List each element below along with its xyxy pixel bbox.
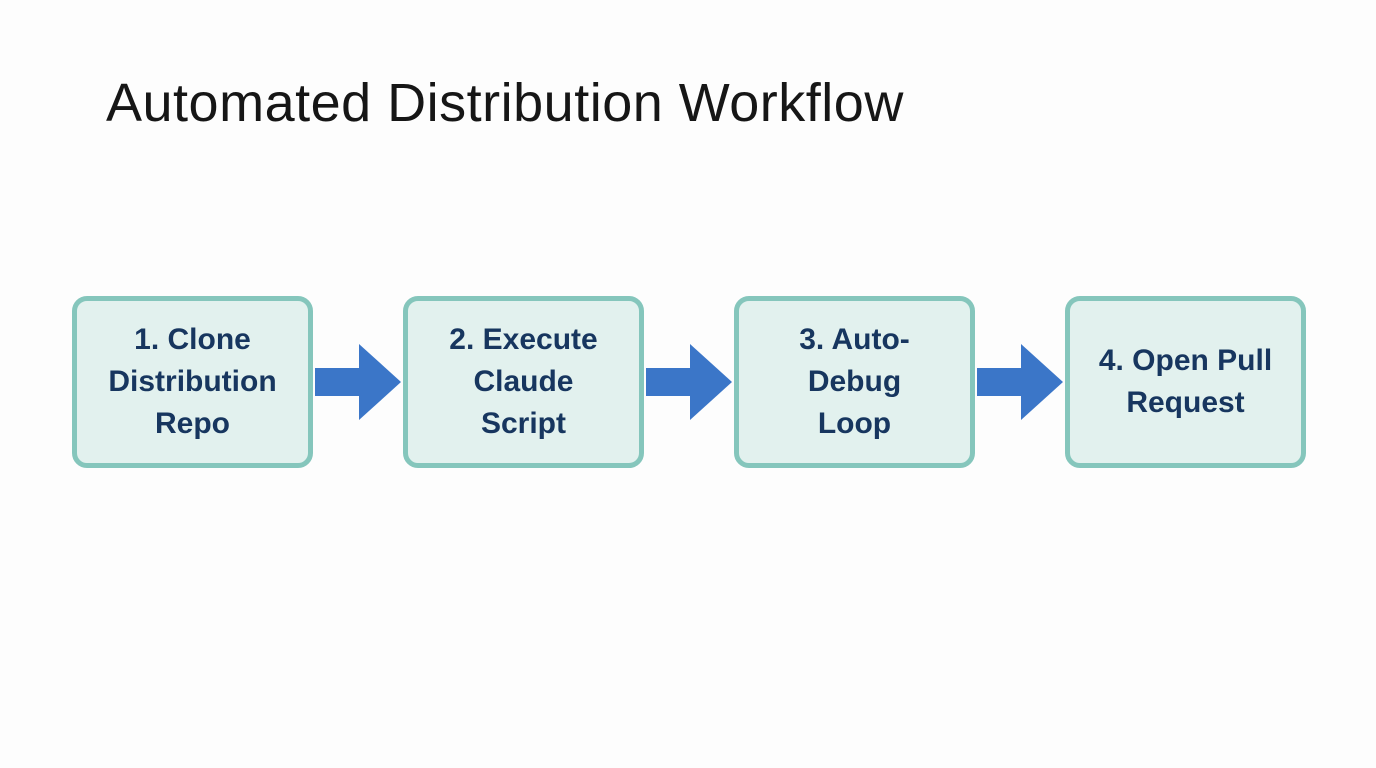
right-arrow-icon: [315, 344, 401, 420]
workflow-step-1-label: 1. Clone Distribution Repo: [108, 323, 277, 440]
workflow-step-4-label: 4. Open Pull Request: [1098, 344, 1273, 419]
workflow-step-3: 3. Auto- Debug Loop: [734, 296, 975, 468]
flow-arrow-3: [975, 296, 1065, 468]
workflow-step-3-label: 3. Auto- Debug Loop: [799, 323, 910, 440]
workflow-step-2-label: 2. Execute Claude Script: [449, 323, 598, 440]
workflow-step-4: 4. Open Pull Request: [1065, 296, 1306, 468]
workflow-flow-row: 1. Clone Distribution Repo 2. Execute Cl…: [72, 296, 1306, 468]
diagram-title: Automated Distribution Workflow: [106, 73, 904, 133]
right-arrow-icon: [646, 344, 732, 420]
flow-arrow-1: [313, 296, 403, 468]
workflow-step-1: 1. Clone Distribution Repo: [72, 296, 313, 468]
right-arrow-icon: [977, 344, 1063, 420]
flow-arrow-2: [644, 296, 734, 468]
workflow-step-2: 2. Execute Claude Script: [403, 296, 644, 468]
